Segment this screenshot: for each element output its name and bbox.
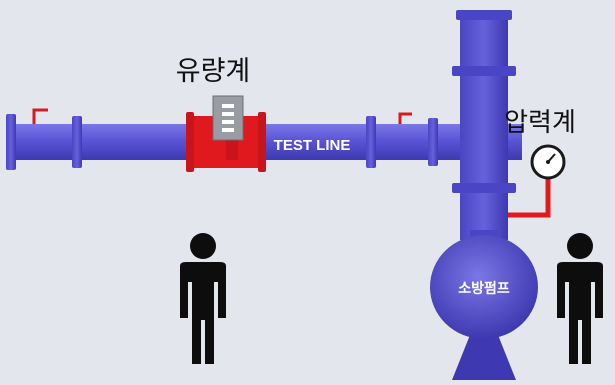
pipe-flange (72, 116, 82, 168)
pressure-gauge-label: 압력계 (504, 108, 576, 138)
pipe-flange (428, 118, 438, 166)
riser-pipe (452, 10, 522, 240)
test-line-label: TEST LINE (274, 137, 351, 154)
pipe-flange (452, 66, 516, 76)
flowmeter-icon (212, 95, 244, 141)
fire-pump-label: 소방펌프 (458, 280, 510, 297)
flowmeter-label: 유량계 (176, 56, 251, 87)
pressure-tap (398, 112, 412, 124)
pump-base (452, 300, 516, 380)
pipe-flange (366, 116, 376, 168)
person-icon (180, 233, 226, 364)
flowmeter-section (186, 112, 266, 172)
pipe-flange (456, 10, 512, 20)
pipe-flange (452, 183, 516, 193)
person-icon (557, 233, 603, 364)
pressure-tap (32, 108, 48, 124)
pipe-end-cap (6, 114, 16, 170)
pump-body (430, 230, 538, 380)
pressure-gauge-icon (508, 144, 566, 218)
